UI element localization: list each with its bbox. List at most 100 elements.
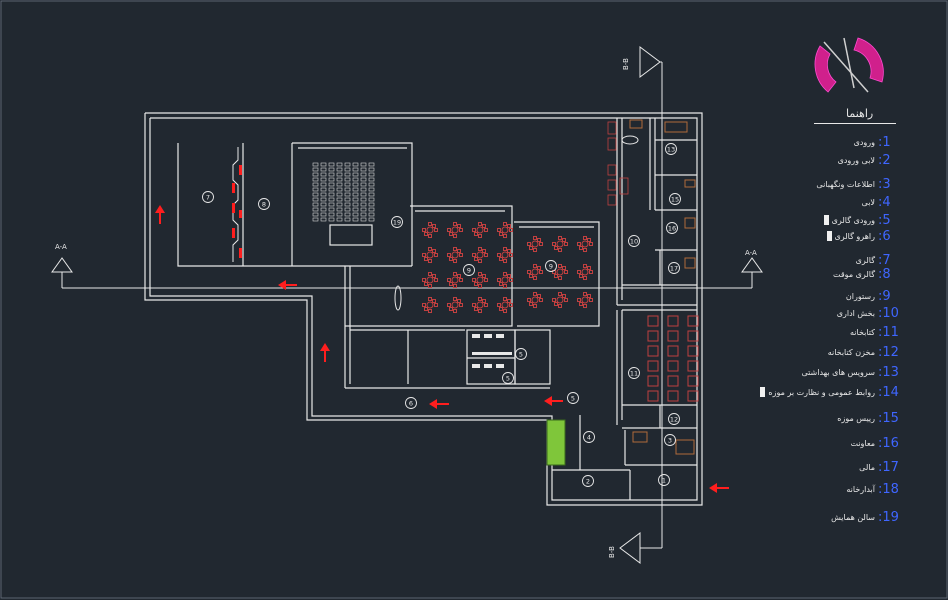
- legend-marker: [760, 387, 766, 397]
- arrow-icon: [429, 399, 449, 409]
- seat: [320, 182, 327, 187]
- seat: [328, 182, 335, 187]
- legend-label: کتابخانه: [849, 327, 875, 337]
- legend-item: اطلاعات ونگهبانی:3: [816, 175, 900, 193]
- arrow-icon: [320, 343, 330, 362]
- office-furniture: [629, 119, 696, 455]
- legend-number: :16: [878, 435, 899, 451]
- dining-table: [447, 272, 463, 288]
- seat: [312, 172, 319, 177]
- seat: [336, 207, 343, 212]
- legend-number: :11: [878, 324, 899, 340]
- planter: [546, 419, 566, 466]
- seat: [352, 207, 359, 212]
- library-desk: [647, 330, 659, 342]
- room-number: 13: [667, 146, 675, 154]
- seat: [328, 167, 335, 172]
- arrow-icon: [155, 205, 165, 224]
- room-marker: 10: [628, 235, 640, 247]
- circulation-arrows: [155, 205, 729, 493]
- seat: [336, 167, 343, 172]
- seat: [320, 177, 327, 182]
- legend-rule: [814, 123, 896, 124]
- seat: [312, 167, 319, 172]
- seat: [344, 197, 351, 202]
- section-label-aa-right: A-A: [745, 249, 757, 257]
- seat: [352, 217, 359, 222]
- legend-item: ورودی:1: [854, 133, 900, 151]
- seat: [368, 212, 375, 217]
- legend-label: راهرو گالری: [834, 231, 875, 241]
- room-circle: [463, 264, 475, 276]
- section-label-bb-bottom: B-B: [607, 546, 616, 558]
- seat: [360, 182, 367, 187]
- seat: [344, 217, 351, 222]
- seat: [312, 207, 319, 212]
- room-number: 5: [519, 351, 523, 359]
- seat: [320, 212, 327, 217]
- room-marker: 12: [668, 413, 680, 425]
- arrow-icon: [278, 280, 297, 290]
- room-marker: 5: [502, 372, 514, 384]
- legend-number: :2: [878, 152, 891, 168]
- seat: [352, 197, 359, 202]
- legend-title: راهنما: [846, 107, 874, 120]
- legend-number: :8: [878, 266, 891, 282]
- room-number: 11: [630, 370, 638, 378]
- seat: [360, 197, 367, 202]
- seat: [336, 187, 343, 192]
- legend-number: :9: [878, 288, 891, 304]
- room-circle: [666, 222, 678, 234]
- room-number: 12: [670, 416, 678, 424]
- room-marker: 3: [664, 434, 676, 446]
- library-desk: [667, 360, 679, 372]
- seat: [320, 197, 327, 202]
- legend-number: :10: [878, 305, 899, 321]
- seat: [312, 217, 319, 222]
- legend-number: :3: [878, 176, 891, 192]
- room-number: 15: [671, 196, 679, 204]
- legend-marker: [823, 215, 829, 225]
- legend-item: رستوران:9: [846, 287, 900, 305]
- library-desk: [667, 330, 679, 342]
- seat: [360, 187, 367, 192]
- room-circle: [405, 397, 417, 409]
- library-desk: [647, 315, 659, 327]
- room-circle: [545, 260, 557, 272]
- seat: [352, 162, 359, 167]
- legend-item: لابی ورودی:2: [838, 151, 900, 169]
- dining-table: [472, 247, 488, 263]
- seat: [328, 217, 335, 222]
- room-circle: [567, 392, 579, 404]
- legend-label: سرویس های بهداشتی: [801, 367, 875, 377]
- room-number: 16: [668, 225, 676, 233]
- legend-label: گالری: [855, 255, 875, 265]
- seat: [352, 177, 359, 182]
- seat: [336, 162, 343, 167]
- dining-table: [552, 264, 568, 280]
- column-oval: [621, 135, 639, 145]
- seat: [368, 192, 375, 197]
- seat: [368, 217, 375, 222]
- room-number: 17: [670, 265, 678, 273]
- room-circle: [628, 367, 640, 379]
- room-number: 6: [409, 400, 413, 408]
- dining-table: [447, 297, 463, 313]
- room-circle: [668, 262, 680, 274]
- seat: [352, 212, 359, 217]
- room-number: 7: [206, 194, 210, 202]
- legend-item: بخش اداری:10: [837, 304, 900, 322]
- seat: [312, 177, 319, 182]
- room-marker: 11: [628, 367, 640, 379]
- library-desk: [647, 390, 659, 402]
- room-number: 5: [571, 395, 575, 403]
- dining-table: [422, 222, 438, 238]
- seat: [344, 187, 351, 192]
- seat: [312, 197, 319, 202]
- legend-label: اطلاعات ونگهبانی: [816, 179, 875, 189]
- seat: [312, 202, 319, 207]
- dining-table: [577, 264, 593, 280]
- room-number: 8: [262, 201, 266, 209]
